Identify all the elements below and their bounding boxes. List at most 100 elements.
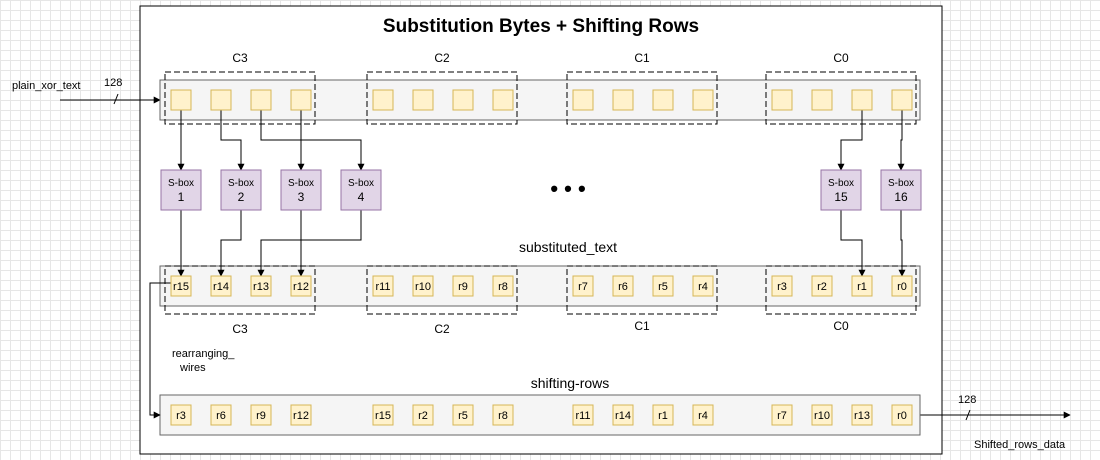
group-label-top-c0: C0 [833, 51, 849, 65]
sbox-body [820, 169, 862, 211]
substituted-byte-cell-label: r12 [293, 281, 309, 293]
substituted-byte-cell: r3 [771, 275, 793, 297]
input-byte-cell [692, 89, 714, 111]
wire-input-to-sbox [300, 110, 365, 171]
substituted-byte-cell: r14 [210, 275, 232, 297]
input-byte-cell [771, 89, 793, 111]
group-label-mid-c0: C0 [833, 319, 849, 333]
input-byte-cell [811, 89, 833, 111]
shifted-byte-cell: r13 [851, 404, 873, 426]
substituted-byte-cell-box [652, 275, 674, 297]
input-row-band [159, 79, 921, 121]
sbox-number: 16 [894, 190, 908, 204]
shifted-byte-cell-label: r10 [814, 410, 830, 422]
substituted-byte-cell-label: r15 [173, 281, 189, 293]
sbox-name: S-box [228, 178, 254, 189]
wire-input-to-sbox [837, 110, 863, 171]
input-byte-cell [372, 89, 394, 111]
substituted-byte-cell-label: r5 [658, 281, 668, 293]
shifted-row-band [159, 394, 921, 436]
shifted-byte-cell-box [412, 404, 434, 426]
shifted-byte-cell-box [372, 404, 394, 426]
substituted-byte-cell-label: r9 [458, 281, 468, 293]
substituted-byte-cell: r4 [692, 275, 714, 297]
shifting-rows-label: shifting-rows [531, 375, 610, 391]
rearranging-label-line2: wires [179, 362, 206, 374]
shifted-byte-cell-box [492, 404, 514, 426]
substituted-byte-cell-label: r10 [415, 281, 431, 293]
input-byte-cell [170, 89, 192, 111]
substituted-byte-cell-label: r4 [698, 281, 708, 293]
output-bus-tick [965, 409, 971, 421]
sbox-name: S-box [348, 178, 374, 189]
wire-input-to-sbox [260, 110, 305, 171]
shifted-byte-cell: r10 [811, 404, 833, 426]
wire-sbox-to-substituted [840, 210, 866, 277]
input-byte-cell [652, 89, 674, 111]
shifted-byte-cell: r3 [170, 404, 192, 426]
shifted-byte-cell: r11 [572, 404, 594, 426]
group-box-top-c0 [765, 71, 917, 125]
sbox-name: S-box [888, 178, 914, 189]
substituted-byte-cell-label: r13 [253, 281, 269, 293]
shifted-byte-cell-box [771, 404, 793, 426]
shifted-byte-cell: r1 [652, 404, 674, 426]
substituted-byte-cell-box [170, 275, 192, 297]
substituted-byte-cell: r8 [492, 275, 514, 297]
shifted-byte-cell-box [612, 404, 634, 426]
substituted-byte-cell-box [891, 275, 913, 297]
group-box-top-c3 [164, 71, 316, 125]
sbox-body [220, 169, 262, 211]
shifted-byte-cell-box [452, 404, 474, 426]
wire-sbox-to-substituted [257, 210, 302, 277]
substituted-byte-cell-box [250, 275, 272, 297]
substituted-byte-cell-box [851, 275, 873, 297]
substituted-byte-cell-box [572, 275, 594, 297]
shifted-byte-cell: r2 [412, 404, 434, 426]
shifted-byte-cell: r6 [210, 404, 232, 426]
shifted-byte-cell: r12 [290, 404, 312, 426]
shifted-byte-cell-box [210, 404, 232, 426]
shifted-byte-cell-box [891, 404, 913, 426]
substituted-byte-cell-label: r2 [817, 281, 827, 293]
sbox-body [340, 169, 382, 211]
sbox-number: 15 [834, 190, 848, 204]
wire-rearranging [149, 282, 171, 419]
shifted-byte-cell: r0 [891, 404, 913, 426]
substituted-byte-cell-label: r0 [897, 281, 907, 293]
shifted-byte-cell: r8 [492, 404, 514, 426]
input-byte-cell [492, 89, 514, 111]
shifted-byte-cell-label: r13 [854, 410, 870, 422]
shifted-byte-cell-label: r15 [375, 410, 391, 422]
rearranging-label-line1: rearranging_ [172, 348, 235, 360]
groups-layer [164, 71, 917, 315]
wire-sbox-to-substituted [898, 210, 906, 277]
group-label-top-c1: C1 [634, 51, 650, 65]
shifted-byte-cell-label: r3 [176, 410, 186, 422]
substituted-byte-cell-box [811, 275, 833, 297]
sbox-body [160, 169, 202, 211]
shifted-byte-cell-label: r6 [216, 410, 226, 422]
input-label: plain_xor_text [12, 80, 81, 92]
shifted-byte-cell-box [250, 404, 272, 426]
substituted-byte-cell: r6 [612, 275, 634, 297]
group-box-mid-c2 [366, 265, 518, 315]
input-byte-cell [572, 89, 594, 111]
shifted-byte-cell-box [692, 404, 714, 426]
group-label-mid-c2: C2 [434, 322, 450, 336]
wires-layer [149, 110, 906, 419]
substituted-byte-cell-label: r3 [777, 281, 787, 293]
shifted-byte-cell-box [851, 404, 873, 426]
input-byte-cell [210, 89, 232, 111]
substituted-byte-cell-box [692, 275, 714, 297]
group-label-top-c2: C2 [434, 51, 450, 65]
shifted-byte-cell-label: r12 [293, 410, 309, 422]
sbox-body [280, 169, 322, 211]
input-bus-tick [113, 93, 119, 105]
substituted-text-label: substituted_text [519, 239, 617, 255]
